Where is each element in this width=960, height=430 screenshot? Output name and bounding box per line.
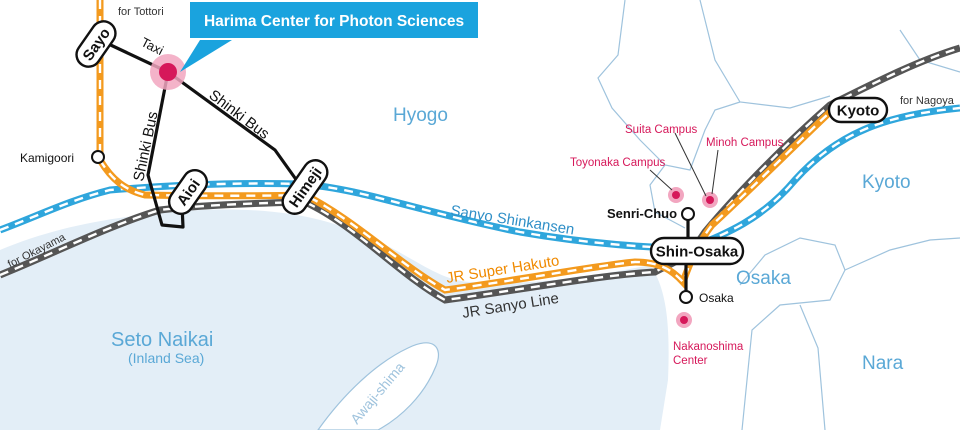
shinki-bus-route-himeji (167, 70, 302, 186)
campus-label-nakanoshima-1: Nakanoshima (673, 341, 744, 353)
nakanoshima-center-marker (680, 316, 688, 324)
route-label-shinki-bus-himeji: Shinki Bus (206, 87, 273, 143)
minoh-campus-marker (706, 196, 714, 204)
shinki-bus-route-aioi (146, 71, 185, 229)
toyonaka-campus-marker (672, 191, 680, 199)
campus-leader-lines (649, 132, 719, 197)
region-label-nara: Nara (862, 353, 904, 374)
jr-sanyo-line (0, 44, 960, 304)
direction-for-tottori: for Tottori (118, 6, 164, 18)
region-label-hyogo: Hyogo (393, 105, 448, 126)
station-label-kyoto: Kyoto (837, 103, 880, 120)
direction-for-nagoya: for Nagoya (900, 95, 955, 107)
region-label-inland-sea: (Inland Sea) (128, 350, 204, 366)
station-badge-shin-osaka[interactable]: Shin-Osaka (649, 236, 745, 266)
kamigoori-station-marker (91, 150, 105, 164)
senri-chuo-station-marker (681, 207, 695, 221)
prefecture-boundaries (597, 0, 960, 430)
station-label-senri-chuo: Senri-Chuo (607, 206, 677, 221)
station-badge-kyoto[interactable]: Kyoto (827, 96, 889, 124)
station-label-osaka: Osaka (699, 291, 734, 305)
route-label-taxi: Taxi (139, 34, 167, 58)
station-label-shin-osaka: Shin-Osaka (656, 244, 739, 261)
campus-label-toyonaka: Toyonaka Campus (570, 157, 665, 169)
osaka-station-marker (679, 290, 693, 304)
campus-label-nakanoshima-2: Center (673, 355, 708, 367)
campus-label-minoh: Minoh Campus (706, 137, 784, 149)
awaji-island (317, 342, 439, 430)
campus-markers (150, 54, 718, 328)
region-label-osaka: Osaka (736, 268, 791, 289)
spring8-dot (159, 63, 177, 81)
campus-label-suita: Suita Campus (625, 124, 697, 136)
region-label-seto-naikai: Seto Naikai (111, 329, 213, 351)
callout-title: Harima Center for Photon Sciences (204, 13, 464, 30)
callout-harima-center[interactable]: Harima Center for Photon Sciences (180, 2, 478, 72)
station-badge-sayo[interactable]: Sayo (72, 17, 120, 72)
region-label-kyoto: Kyoto (862, 172, 911, 193)
minor-stations (91, 150, 695, 304)
route-label-shinki-bus-aioi: Shinki Bus (130, 110, 161, 183)
station-label-kamigoori: Kamigoori (20, 151, 74, 165)
seto-inland-sea (0, 209, 669, 430)
station-badge-aioi[interactable]: Aioi (164, 165, 211, 218)
